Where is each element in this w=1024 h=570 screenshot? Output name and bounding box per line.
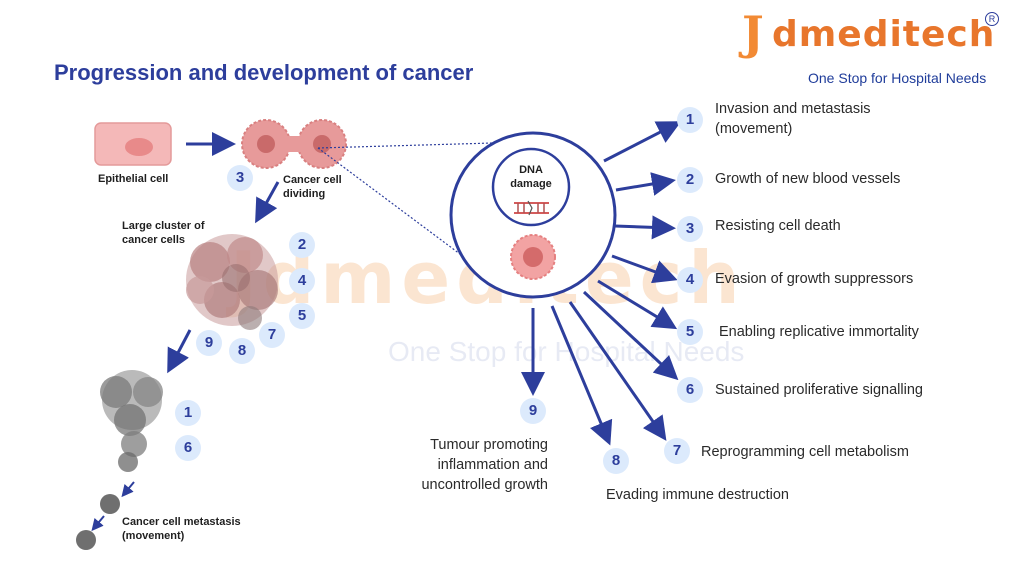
arrow-grey-to-small-cell xyxy=(121,481,135,498)
metastasis-cell-2 xyxy=(76,530,96,550)
hallmark-1-line1: Invasion and metastasis xyxy=(715,101,871,117)
dividing-cancer-cell xyxy=(241,119,347,169)
badge-cluster-8: 8 xyxy=(229,338,255,364)
hallmark-label-5: Enabling replicative immortality xyxy=(719,324,919,340)
hallmark-badge-9: 9 xyxy=(520,398,546,424)
hallmark-badge-5: 5 xyxy=(677,319,703,345)
nucleus-circle xyxy=(491,147,571,227)
dna-label-line2: damage xyxy=(510,178,552,190)
arrow-hallmark-4 xyxy=(611,254,678,284)
badge-grey-1: 1 xyxy=(175,400,201,426)
hallmark-1-line2: (movement) xyxy=(715,121,793,137)
label-large-cluster: Large cluster of cancer cells xyxy=(122,219,205,247)
arrow-hallmark-3 xyxy=(614,215,676,240)
damaged-cell-icon xyxy=(510,234,556,280)
hallmark-badge-2: 2 xyxy=(677,167,703,193)
registered-mark: R xyxy=(985,12,999,26)
dna-ladder-icon xyxy=(514,200,549,216)
metastasis-cell-1 xyxy=(100,494,120,514)
badge-cluster-9: 9 xyxy=(196,330,222,356)
hallmark-badge-1: 1 xyxy=(677,107,703,133)
badge-dividing-3: 3 xyxy=(227,165,253,191)
arrow-hallmark-8 xyxy=(550,305,613,446)
arrow-hallmark-2 xyxy=(615,172,676,196)
hallmark-label-1: Invasion and metastasis (movement) xyxy=(715,99,871,139)
arrow-hallmark-1 xyxy=(603,121,682,163)
label-cancer-cell-dividing: Cancer cell dividing xyxy=(283,173,342,201)
hallmark-badge-8: 8 xyxy=(603,448,629,474)
hallmark-9-line2: inflammation and xyxy=(437,457,548,473)
arrow-hallmark-5 xyxy=(597,279,678,330)
hallmark-badge-3: 3 xyxy=(677,216,703,242)
hallmark-9-line1: Tumour promoting xyxy=(430,437,548,453)
label-dividing-line2: dividing xyxy=(283,188,326,200)
arrow-dividing-to-cluster xyxy=(255,181,280,224)
cancer-cell-cluster xyxy=(186,234,278,330)
badge-cluster-7: 7 xyxy=(259,322,285,348)
label-cluster-line2: cancer cells xyxy=(122,234,185,246)
logo-wordmark: dmeditech xyxy=(772,14,996,55)
epithelial-cell xyxy=(94,122,172,166)
hallmark-9-line3: uncontrolled growth xyxy=(421,477,548,493)
hallmark-badge-6: 6 xyxy=(677,377,703,403)
logo-tagline: One Stop for Hospital Needs xyxy=(808,70,987,86)
hallmark-label-9: Tumour promoting inflammation and uncont… xyxy=(390,435,548,495)
label-dividing-line1: Cancer cell xyxy=(283,174,342,186)
dna-damage-label: DNA damage xyxy=(508,163,554,191)
hallmark-label-3: Resisting cell death xyxy=(715,218,841,234)
page-title: Progression and development of cancer xyxy=(54,60,474,85)
label-metastasis-line2: (movement) xyxy=(122,530,185,542)
hallmark-arrows xyxy=(521,121,682,446)
arrow-small-cell-to-migrating xyxy=(91,515,105,532)
hallmark-label-7: Reprogramming cell metabolism xyxy=(701,444,909,460)
label-metastasis-line1: Cancer cell metastasis xyxy=(122,516,241,528)
badge-cluster-5: 5 xyxy=(289,303,315,329)
hallmark-label-8: Evading immune destruction xyxy=(606,487,789,503)
badge-grey-6: 6 xyxy=(175,435,201,461)
hallmark-badge-7: 7 xyxy=(664,438,690,464)
zoom-line-bottom xyxy=(317,147,477,267)
logo-j-mark: J xyxy=(742,6,764,60)
label-epithelial-cell: Epithelial cell xyxy=(98,173,169,185)
badge-cluster-2: 2 xyxy=(289,232,315,258)
arrow-hallmark-7 xyxy=(568,301,667,441)
arrow-cluster-to-grey xyxy=(167,329,192,374)
zoom-line-top xyxy=(317,141,529,149)
badge-cluster-4: 4 xyxy=(289,268,315,294)
hallmark-label-2: Growth of new blood vessels xyxy=(715,171,901,187)
hallmark-label-6: Sustained proliferative signalling xyxy=(715,382,923,398)
label-cluster-line1: Large cluster of xyxy=(122,220,205,232)
grey-cancer-cluster xyxy=(100,370,163,472)
arrow-hallmark-6 xyxy=(582,290,679,381)
hallmark-label-4: Evasion of growth suppressors xyxy=(715,271,914,287)
dna-label-line1: DNA xyxy=(519,164,543,176)
hallmark-badge-4: 4 xyxy=(677,267,703,293)
label-metastasis: Cancer cell metastasis (movement) xyxy=(122,515,241,543)
